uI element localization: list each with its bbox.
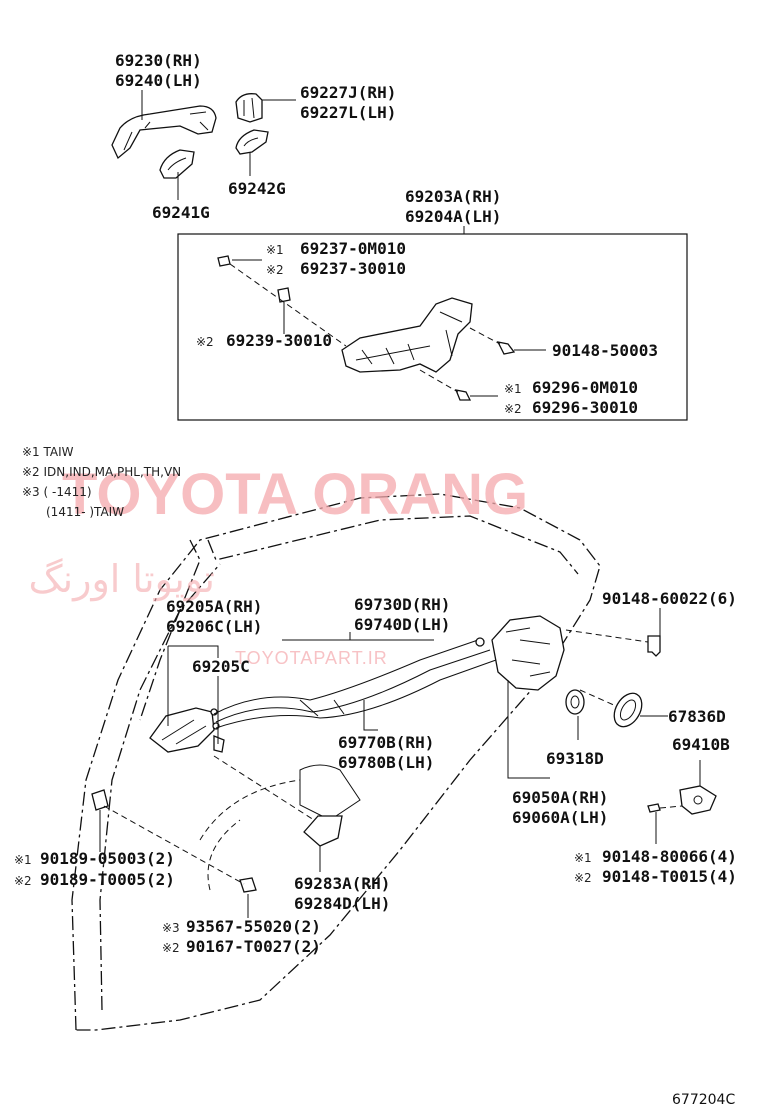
label-90148-60022: 90148-60022(6) [602, 589, 737, 608]
label-69237-1: 69237-0M010 [300, 239, 406, 258]
label-69241G: 69241G [152, 203, 210, 222]
legend-notes: ※1 TAIW ※2 IDN,IND,MA,PHL,TH,VN ※3 ( -14… [22, 445, 181, 519]
marker-2-b: ※2 [196, 335, 214, 349]
label-69205A: 69205A(RH) [166, 597, 262, 616]
marker-3: ※3 [162, 921, 180, 935]
marker-1-a: ※1 [266, 243, 284, 257]
label-69770B: 69770B(RH) [338, 733, 434, 752]
marker-2-f: ※2 [574, 871, 592, 885]
label-69780B: 69780B(LH) [338, 753, 434, 772]
marker-2-a: ※2 [266, 263, 284, 277]
label-69206C: 69206C(LH) [166, 617, 262, 636]
lower-parts-group [91, 608, 717, 918]
label-69318D: 69318D [546, 749, 604, 768]
label-69239: 69239-30010 [226, 331, 332, 350]
label-90148-80066: 90148-80066(4) [602, 847, 737, 866]
label-69296-1: 69296-0M010 [532, 378, 638, 397]
label-69283A: 69283A(RH) [294, 874, 390, 893]
label-69203A: 69203A(RH) [405, 187, 501, 206]
label-69296-2: 69296-30010 [532, 398, 638, 417]
label-69237-2: 69237-30010 [300, 259, 406, 278]
label-69227J: 69227J(RH) [300, 83, 396, 102]
marker-1-d: ※1 [574, 851, 592, 865]
label-67836D: 67836D [668, 707, 726, 726]
note-2: ※2 IDN,IND,MA,PHL,TH,VN [22, 465, 181, 479]
note-1: ※1 TAIW [22, 445, 74, 459]
marker-2-d: ※2 [14, 874, 32, 888]
outside-handle-group [111, 90, 296, 200]
watermark-site: TOYOTAPART.IR [235, 648, 388, 668]
note-4: (1411- )TAIW [46, 505, 124, 519]
label-69240: 69240(LH) [115, 71, 202, 90]
label-90189-1: 90189-05003(2) [40, 849, 175, 868]
label-69050A: 69050A(RH) [512, 788, 608, 807]
note-3: ※3 ( -1411) [22, 485, 92, 499]
label-90189-2: 90189-T0005(2) [40, 870, 175, 889]
rear-door-outline [71, 493, 601, 1031]
marker-1-b: ※1 [504, 382, 522, 396]
watermark: TOYOTA ORANG تویوتا اورنگ TOYOTAPART.IR [29, 462, 529, 668]
label-69230: 69230(RH) [115, 51, 202, 70]
label-69205C: 69205C [192, 657, 250, 676]
label-90167: 90167-T0027(2) [186, 937, 321, 956]
frame-assembly-box [177, 226, 688, 421]
label-69730D: 69730D(RH) [354, 595, 450, 614]
label-90148-T0015: 90148-T0015(4) [602, 867, 737, 886]
marker-1-c: ※1 [14, 853, 32, 867]
label-69740D: 69740D(LH) [354, 615, 450, 634]
marker-2-c: ※2 [504, 402, 522, 416]
label-69284D: 69284D(LH) [294, 894, 390, 913]
label-69227L: 69227L(LH) [300, 103, 396, 122]
label-93567: 93567-55020(2) [186, 917, 321, 936]
marker-2-e: ※2 [162, 941, 180, 955]
part-labels: 69230(RH) 69240(LH) 69227J(RH) 69227L(LH… [14, 51, 737, 956]
label-69204A: 69204A(LH) [405, 207, 501, 226]
figure-code: 677204C [672, 1092, 735, 1108]
watermark-main: TOYOTA ORANG [62, 462, 528, 527]
label-69410B: 69410B [672, 735, 730, 754]
label-69242G: 69242G [228, 179, 286, 198]
watermark-persian: تویوتا اورنگ [29, 557, 216, 602]
label-90148-50003: 90148-50003 [552, 341, 658, 360]
label-69060A: 69060A(LH) [512, 808, 608, 827]
